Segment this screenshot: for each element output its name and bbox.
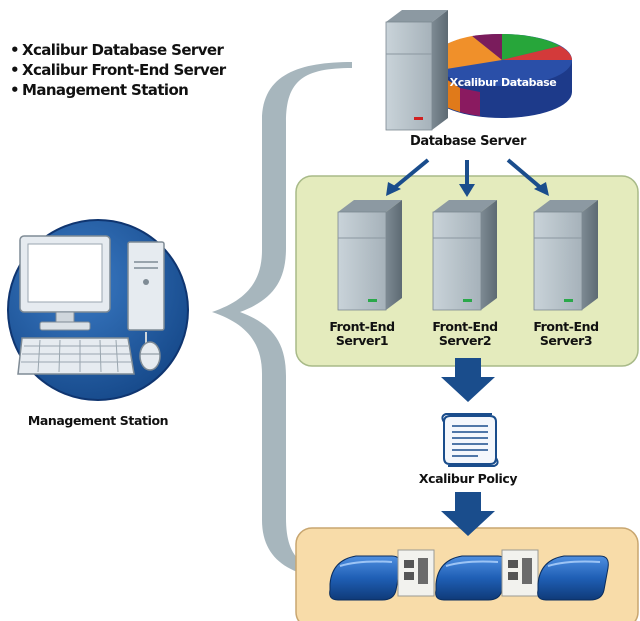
front-end-server-label: Front-End Server1 <box>322 320 402 348</box>
front-end-server-label: Front-End Server3 <box>526 320 606 348</box>
arrow-down-icon <box>441 358 495 402</box>
front-end-server-label-line1: Front-End <box>432 319 498 334</box>
database-cylinder-icon <box>432 33 572 118</box>
front-end-server-label-line2: Server3 <box>539 333 593 348</box>
network-device-icon <box>329 555 401 601</box>
database-label: Xcalibur Database <box>450 76 557 89</box>
brace-icon <box>212 62 352 580</box>
bullet-item: Xcalibur Database Server <box>10 40 226 60</box>
database-server-label: Database Server <box>409 134 526 149</box>
policy-document-icon <box>441 413 499 467</box>
front-end-server-label-line2: Server1 <box>335 333 389 348</box>
policy-label: Xcalibur Policy <box>418 471 518 486</box>
database-server-icon <box>385 10 448 131</box>
front-end-server-label-line1: Front-End <box>329 319 395 334</box>
bullet-item: Management Station <box>10 80 226 100</box>
management-station-label: Management Station <box>27 413 169 428</box>
front-end-server-icon <box>432 200 497 311</box>
front-end-server-icon <box>337 200 402 311</box>
front-end-server-icon <box>533 200 598 311</box>
wall-outlet-icon <box>501 549 539 597</box>
wall-outlet-icon <box>397 549 435 597</box>
network-device-icon <box>537 555 609 601</box>
db-to-frontend-arrows <box>386 158 549 197</box>
bullet-item: Xcalibur Front-End Server <box>10 60 226 80</box>
front-end-server-label-line1: Front-End <box>533 319 599 334</box>
arrow-down-icon <box>441 492 495 536</box>
management-computer-icon <box>7 219 189 401</box>
front-end-server-label: Front-End Server2 <box>425 320 505 348</box>
network-device-icon <box>435 555 507 601</box>
component-list: Xcalibur Database Server Xcalibur Front-… <box>10 40 226 100</box>
front-end-server-label-line2: Server2 <box>438 333 492 348</box>
